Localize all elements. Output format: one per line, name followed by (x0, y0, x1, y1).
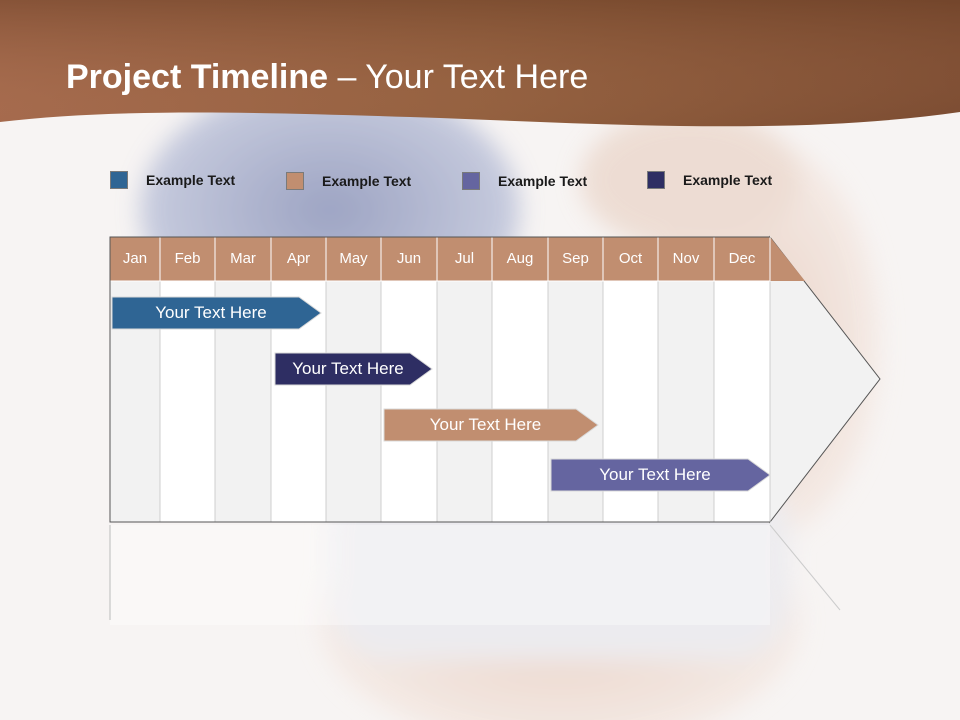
month-label-sep: Sep (562, 250, 589, 267)
timeline-outline (109, 236, 770, 523)
month-column (325, 280, 382, 523)
task-bar-4 (550, 458, 771, 492)
task-bar-2 (274, 352, 433, 386)
month-header-cell (602, 236, 659, 282)
month-label-may: May (339, 250, 368, 267)
month-header-cell (109, 236, 161, 282)
month-column (491, 280, 549, 523)
header-band (0, 0, 960, 127)
task-bar-label: Your Text Here (155, 303, 267, 322)
page-title: Project Timeline – Your Text Here (66, 58, 588, 97)
title-rest: – Your Text Here (328, 58, 589, 96)
task-bar-3 (383, 408, 599, 442)
month-label-oct: Oct (618, 250, 643, 267)
month-column (380, 280, 438, 523)
month-label-jul: Jul (454, 250, 475, 267)
month-label-apr: Apr (286, 250, 311, 267)
legend-label: Example Text (498, 173, 588, 189)
month-header-cell (325, 236, 382, 282)
task-bar-1 (111, 296, 322, 330)
month-header-cell (547, 236, 604, 282)
reflection-body (110, 525, 770, 625)
legend-swatch (647, 171, 665, 189)
month-label-aug: Aug (506, 250, 534, 267)
legend-swatch (110, 171, 128, 189)
month-label-nov: Nov (672, 250, 700, 267)
reflection-edge (769, 524, 841, 611)
legend-label: Example Text (146, 172, 236, 188)
month-column (436, 280, 493, 523)
month-header-cell (436, 236, 493, 282)
task-bar-label: Your Text Here (292, 359, 404, 378)
month-label-jan: Jan (122, 250, 148, 267)
month-label-jun: Jun (396, 250, 422, 267)
task-bar-label: Your Text Here (599, 465, 711, 484)
task-bar-label: Your Text Here (429, 415, 542, 434)
timeline-bars (111, 296, 771, 492)
month-header-tip (770, 237, 805, 281)
month-label-feb: Feb (174, 250, 201, 267)
timeline-reflection (109, 524, 841, 625)
month-label-dec: Dec (728, 250, 756, 267)
month-label-mar: Mar (230, 250, 256, 267)
month-header-cell (491, 236, 549, 282)
legend-swatch (462, 172, 480, 190)
title-bold: Project Timeline (66, 58, 329, 96)
legend-swatch (286, 172, 304, 190)
month-header-cell (270, 236, 327, 282)
legend-label: Example Text (322, 173, 412, 189)
legend-label: Example Text (683, 172, 773, 188)
